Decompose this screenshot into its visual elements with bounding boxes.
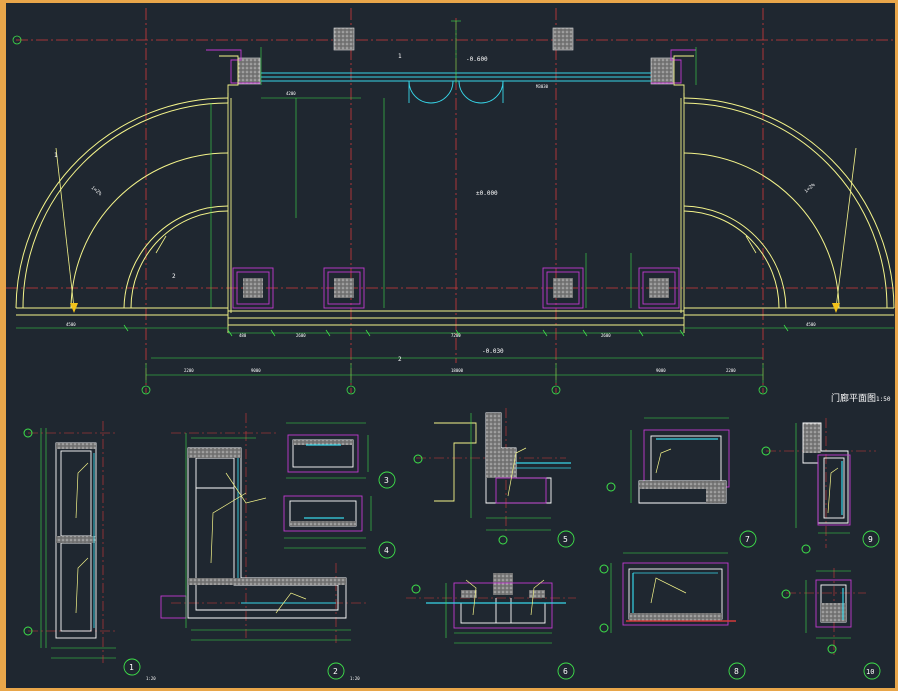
detail-5: 5 bbox=[413, 408, 575, 548]
axis-lines bbox=[6, 8, 894, 393]
detail-scale: 1:20 bbox=[350, 676, 360, 681]
detail-number: 2 bbox=[333, 667, 338, 676]
detail-number: 6 bbox=[563, 667, 568, 676]
svg-text:9000: 9000 bbox=[251, 368, 261, 373]
plan-scale: 1:50 bbox=[876, 396, 891, 403]
svg-text:2200: 2200 bbox=[184, 368, 194, 373]
level-label: -0.030 bbox=[482, 348, 504, 355]
detail-number: 10 bbox=[866, 668, 874, 676]
slope-label: i=2% bbox=[90, 185, 103, 197]
side-mark-2: 2 bbox=[172, 273, 176, 280]
side-mark-3: 1 bbox=[398, 53, 402, 60]
side-mark-1: 1 bbox=[54, 152, 58, 159]
drawing-svg: 4500 4500 480 2600 7200 2600 2200 9000 1… bbox=[6, 8, 895, 681]
svg-text:2600: 2600 bbox=[601, 333, 611, 338]
detail-number: 4 bbox=[384, 546, 389, 555]
detail-2: 2 1:20 bbox=[160, 413, 366, 681]
detail-number: 5 bbox=[563, 535, 568, 544]
detail-number: 1 bbox=[129, 663, 134, 672]
detail-number: 3 bbox=[384, 476, 389, 485]
detail-3: 3 bbox=[286, 422, 396, 489]
plan-title: 门廊平面图 bbox=[831, 392, 876, 404]
front-columns bbox=[232, 267, 680, 309]
detail-number: 8 bbox=[734, 667, 739, 676]
slope-label: i=2% bbox=[803, 182, 816, 194]
axis-bubbles bbox=[12, 35, 768, 395]
detail-number: 7 bbox=[745, 535, 750, 544]
detail-number: 9 bbox=[868, 535, 873, 544]
detail-scale: 1:20 bbox=[146, 676, 156, 681]
svg-text:2200: 2200 bbox=[726, 368, 736, 373]
svg-text:480: 480 bbox=[239, 333, 247, 338]
detail-7: 7 bbox=[606, 417, 757, 548]
level-label: -0.600 bbox=[466, 56, 488, 63]
detail-8: 8 bbox=[599, 552, 746, 680]
side-mark-4: 2 bbox=[398, 356, 402, 363]
svg-text:7200: 7200 bbox=[451, 333, 461, 338]
detail-10: 10 bbox=[781, 568, 881, 680]
level-label: ±0.000 bbox=[476, 190, 498, 197]
svg-text:4500: 4500 bbox=[806, 322, 816, 327]
cad-viewport[interactable]: 4500 4500 480 2600 7200 2600 2200 9000 1… bbox=[6, 3, 895, 688]
detail-4: 4 bbox=[283, 495, 396, 559]
svg-text:2600: 2600 bbox=[296, 333, 306, 338]
detail-9: 9 bbox=[761, 418, 880, 554]
svg-text:4500: 4500 bbox=[66, 322, 76, 327]
detail-1: 1 1:20 bbox=[23, 421, 156, 681]
svg-text:M3030: M3030 bbox=[536, 84, 549, 89]
svg-text:9000: 9000 bbox=[656, 368, 666, 373]
svg-text:4200: 4200 bbox=[286, 91, 296, 96]
detail-6: 6 bbox=[406, 573, 576, 680]
main-plan: 4500 4500 480 2600 7200 2600 2200 9000 1… bbox=[6, 8, 895, 404]
svg-text:18000: 18000 bbox=[451, 368, 464, 373]
